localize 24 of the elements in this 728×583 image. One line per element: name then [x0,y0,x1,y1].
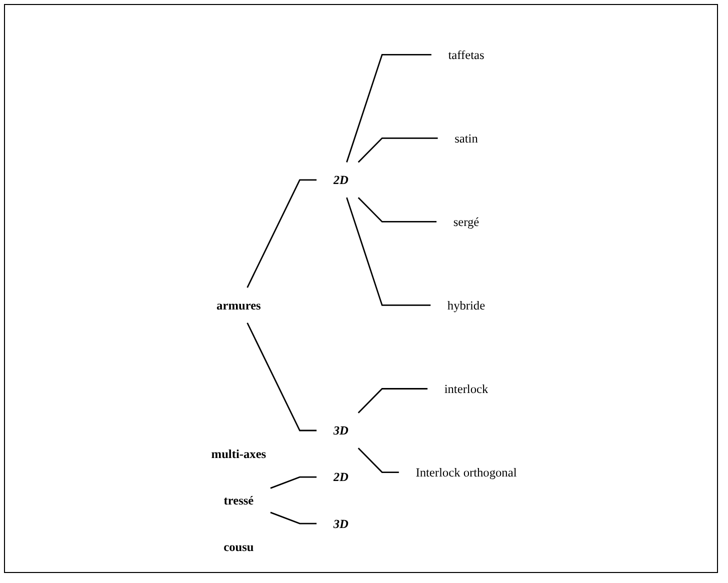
node-text: armures [216,298,261,312]
node-text: Interlock orthogonal [416,465,517,480]
connector [358,388,428,414]
connector [246,322,317,432]
connector [270,476,317,489]
node-text: 3D [333,424,348,438]
connector [346,197,431,306]
node-text: 2D [333,172,348,187]
node-text: multi-axes [211,446,266,461]
node-text: 3D [333,516,348,531]
connector [358,137,438,163]
node-text: taffetas [448,48,484,62]
node-text: interlock [444,382,488,396]
node-text: tressé [224,493,254,508]
connector [270,512,317,524]
node-text: satin [454,131,478,146]
node-text: sergé [453,214,480,229]
connector [346,54,432,162]
node-text: 2D [333,470,348,484]
node-text: hybride [447,298,486,312]
node-text: cousu [224,540,254,554]
connector [358,197,436,222]
connector [358,448,399,473]
connector [246,179,317,288]
